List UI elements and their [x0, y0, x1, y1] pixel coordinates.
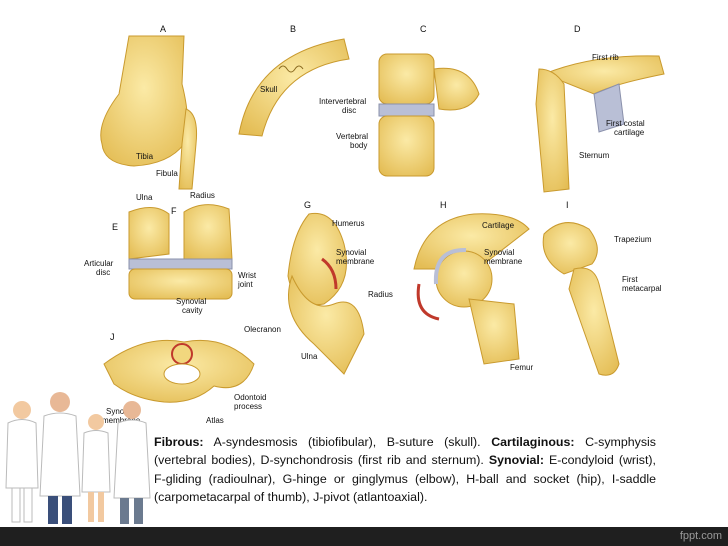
- caption-fibrous-title: Fibrous:: [154, 435, 204, 449]
- odontoid-process: [171, 343, 193, 365]
- intervertebral-disc: [378, 103, 435, 117]
- footer-bar: [0, 527, 728, 546]
- panel-letter-f: F: [171, 206, 177, 216]
- articular-disc: [128, 258, 233, 270]
- panel-letter-j: J: [110, 332, 115, 342]
- panel-a: A Tibia Fibula: [100, 24, 197, 190]
- label-fibula: Fibula: [156, 169, 178, 178]
- synovial-membrane-elbow: [321, 257, 338, 290]
- femur-shaft: [468, 298, 520, 365]
- label-ulna-g: Ulna: [301, 352, 318, 361]
- humerus-bone: [287, 212, 347, 306]
- caption-text: Fibrous: A-syndesmosis (tibiofibular), B…: [154, 433, 656, 507]
- label-ulna: Ulna: [136, 193, 153, 202]
- nurse-figure: [81, 414, 111, 522]
- label-humerus: Humerus: [332, 219, 364, 228]
- label-atlas: Atlas: [206, 416, 224, 425]
- fibula-bone: [178, 108, 197, 190]
- suture-line: [278, 65, 304, 73]
- ulna-bone-elbow: [288, 274, 365, 375]
- panel-b: B Skull: [238, 24, 350, 137]
- panel-letter-c: C: [420, 24, 427, 34]
- label-tibia: Tibia: [136, 152, 154, 161]
- doctor-figure-3: [113, 401, 151, 524]
- panel-letter-a: A: [160, 24, 166, 34]
- first-metacarpal-bone: [568, 267, 620, 376]
- vertebra-lower: [378, 115, 435, 177]
- skull-bone: [238, 38, 350, 137]
- label-skull: Skull: [260, 85, 278, 94]
- trapezium-bone: [542, 222, 598, 275]
- carpal-bones: [128, 268, 233, 300]
- label-sternum: Sternum: [579, 151, 610, 160]
- panel-letter-i: I: [566, 200, 569, 210]
- caption-synovial-title: Synovial:: [488, 453, 544, 468]
- panel-letter-d: D: [574, 24, 581, 34]
- label-olecranon: Olecranon: [244, 325, 281, 334]
- vertebra-upper: [378, 53, 435, 105]
- label-trapezium: Trapezium: [614, 235, 652, 244]
- medical-staff-illustration: [5, 392, 151, 524]
- doctor-figure-2: [39, 392, 81, 524]
- sternum-bone: [535, 68, 570, 193]
- label-radius: Radius: [190, 191, 215, 200]
- panel-letter-b: B: [290, 24, 296, 34]
- ulna-bone-wrist: [128, 207, 170, 260]
- vertebra-process: [433, 67, 480, 111]
- doctor-figure-1: [5, 401, 39, 523]
- caption-cartilaginous-text: C-symphysis (vertebral bodies), D-syncho…: [154, 435, 656, 468]
- label-radius-g: Radius: [368, 290, 393, 299]
- costal-cartilage: [593, 83, 625, 133]
- panel-letter-e: E: [112, 222, 118, 232]
- tibia-bone: [100, 35, 188, 167]
- radius-bone-wrist: [183, 204, 233, 260]
- caption-synovial-text: E-condyloid (wrist), F-gliding (radiouln…: [154, 453, 656, 505]
- label-femur: Femur: [510, 363, 533, 372]
- label-cartilage: Cartilage: [482, 221, 515, 230]
- synovial-membrane-hip: [416, 283, 440, 321]
- watermark-text: fppt.com: [679, 530, 722, 542]
- hip-cartilage: [433, 247, 467, 285]
- panel-letter-g: G: [304, 200, 311, 210]
- caption-cartilaginous-title: Cartilaginous:: [491, 435, 575, 449]
- panel-letter-h: H: [440, 200, 447, 210]
- caption-fibrous-text: A-syndesmosis (tibiofibular), B-suture (…: [203, 435, 492, 449]
- vertebral-foramen: [163, 363, 201, 385]
- label-first-rib: First rib: [592, 53, 619, 62]
